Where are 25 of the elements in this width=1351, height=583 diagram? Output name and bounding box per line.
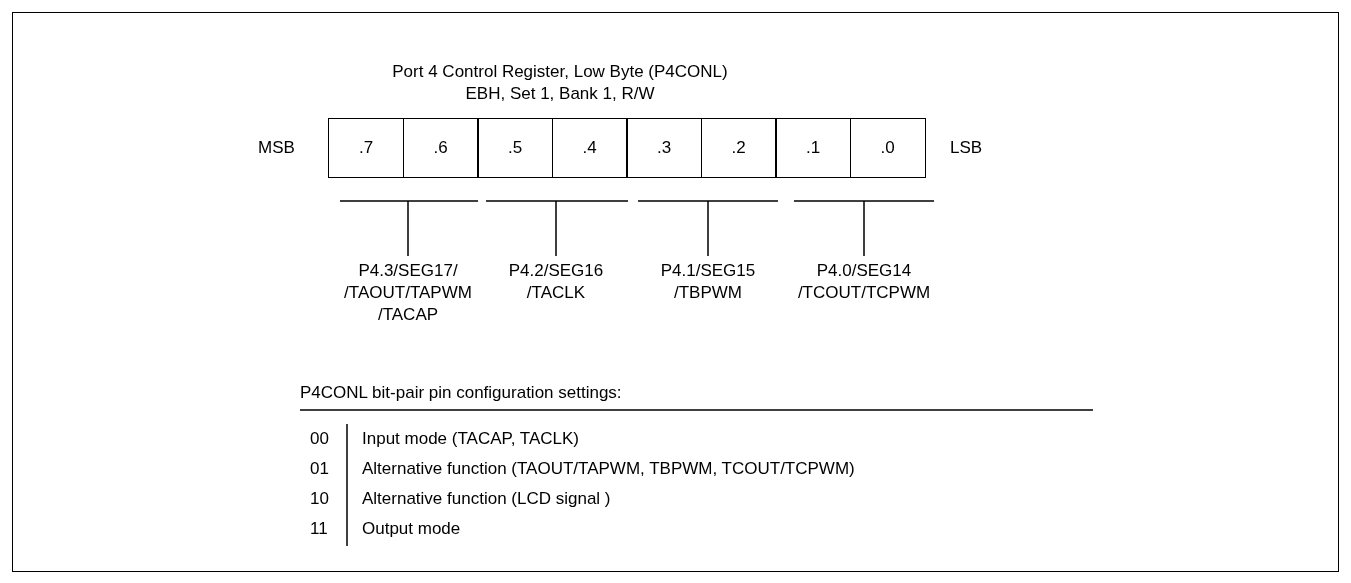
table-cell: Alternative function (LCD signal ) <box>362 488 611 510</box>
pin-function-label: P4.3/SEG17/ /TAOUT/TAPWM /TACAP <box>344 260 472 326</box>
pin-function-label: P4.0/SEG14 /TCOUT/TCPWM <box>797 260 931 304</box>
table-cell: Alternative function (TAOUT/TAPWM, TBPWM, TCOUT/TCPWM) <box>362 458 855 480</box>
table-cell: 01 <box>310 458 329 480</box>
bit-cell: .1 <box>775 118 851 178</box>
pin-function-label: P4.2/SEG16 /TACLK <box>508 260 604 304</box>
table-cell: 10 <box>310 488 329 510</box>
pin-function-label: P4.1/SEG15 /TBPWM <box>660 260 756 304</box>
table-cell: 11 <box>310 518 328 540</box>
table-heading: P4CONL bit-pair pin configuration settings: <box>300 382 622 404</box>
bit-cell: .4 <box>551 118 628 178</box>
bit-cell: .7 <box>328 118 404 178</box>
bit-cell: .3 <box>626 118 702 178</box>
bit-order-label: MSB <box>258 137 295 159</box>
table-cell: Input mode (TACAP, TACLK) <box>362 428 579 450</box>
bit-cell: .5 <box>477 118 553 178</box>
bit-cell: .0 <box>849 118 926 178</box>
bit-cell: .2 <box>700 118 777 178</box>
table-cell: Output mode <box>362 518 461 540</box>
table-cell: 00 <box>310 428 329 450</box>
register-address: EBH, Set 1, Bank 1, R/W <box>464 83 656 105</box>
register-title: Port 4 Control Register, Low Byte (P4CONL) <box>391 61 729 83</box>
bit-order-label: LSB <box>950 137 983 159</box>
bit-cell: .6 <box>402 118 479 178</box>
